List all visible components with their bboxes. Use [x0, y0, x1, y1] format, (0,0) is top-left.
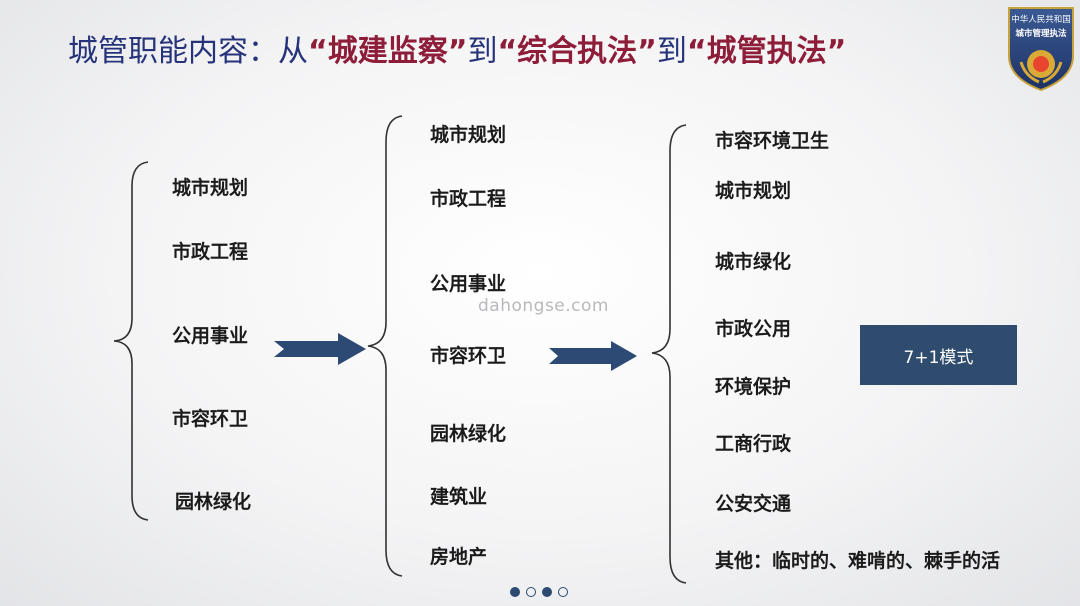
list-item: 工商行政: [715, 433, 792, 455]
left-curly-brace-2: [367, 115, 403, 577]
right-arrow-icon: [549, 341, 637, 371]
list-item: 环境保护: [715, 376, 792, 398]
list-item: 公安交通: [715, 493, 792, 515]
list-item: 市政工程: [430, 188, 507, 210]
title-quote-chengguan: “城管执法”: [686, 34, 847, 69]
watermark-text: dahongse.com: [478, 296, 609, 316]
list-item: 房地产: [430, 546, 488, 568]
page-dot[interactable]: [542, 587, 552, 597]
list-item: 城市规划: [430, 124, 507, 146]
mode-box: 7+1模式: [860, 325, 1017, 385]
list-item: 公用事业: [430, 273, 507, 295]
list-item: 市容环境卫生: [715, 130, 830, 152]
page-dot[interactable]: [558, 587, 568, 597]
title-quote-zonghe: “综合执法”: [497, 34, 657, 69]
badge-bottom-text: 城市管理执法: [1015, 28, 1067, 39]
title-prefix: 城管职能内容：从: [68, 34, 308, 69]
list-item: 园林绿化: [430, 423, 507, 445]
left-curly-brace-1: [113, 161, 149, 521]
page-dot[interactable]: [510, 587, 520, 597]
title-mid-2: 到: [656, 34, 687, 69]
list-item: 建筑业: [430, 486, 488, 508]
city-management-emblem-icon: 中华人民共和国 城市管理执法: [1003, 4, 1079, 92]
right-arrow-icon: [274, 333, 366, 365]
left-curly-brace-3: [651, 124, 687, 584]
list-item: 城市绿化: [715, 251, 792, 273]
list-item: 其他：临时的、难啃的、棘手的活: [715, 550, 1001, 572]
list-item: 公用事业: [172, 325, 249, 347]
badge-top-text: 中华人民共和国: [1011, 14, 1071, 25]
title-mid-1: 到: [467, 34, 498, 69]
list-item: 城市规划: [172, 177, 249, 199]
pagination-dots[interactable]: [510, 587, 568, 597]
list-item: 园林绿化: [175, 491, 252, 513]
title-quote-chengjian: “城建监察”: [308, 34, 468, 69]
list-item: 市容环卫: [430, 345, 507, 367]
list-item: 市政公用: [715, 318, 792, 340]
list-item: 市政工程: [172, 241, 249, 263]
list-item: 城市规划: [715, 180, 792, 202]
list-item: 市容环卫: [172, 408, 249, 430]
page-title: 城管职能内容：从“城建监察”到“综合执法”到“城管执法”: [68, 30, 998, 74]
page-dot[interactable]: [526, 587, 536, 597]
